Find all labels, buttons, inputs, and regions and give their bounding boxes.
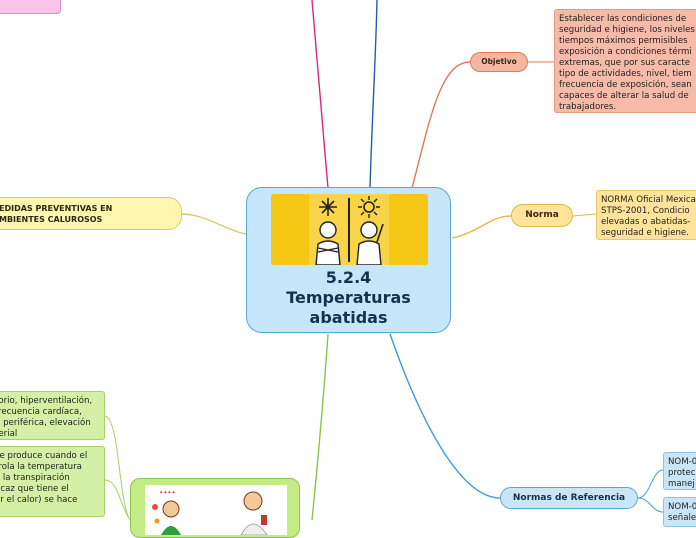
norma-note[interactable]: NORMA Oficial Mexica STPS-2001, Condicio…	[596, 190, 696, 240]
mind-map-connectors	[104, 0, 664, 520]
ref-note-line: manej	[668, 479, 695, 489]
connector-green	[311, 333, 329, 520]
topic-objetivo[interactable]: Objetivo	[470, 52, 528, 72]
objetivo-note-line: Establecer las condiciones de	[559, 14, 687, 24]
central-title-line-1: 5.2.4	[325, 268, 372, 287]
central-title-line-3: abatidas	[309, 308, 388, 327]
green-note-line: trola la temperatura	[0, 462, 82, 472]
green-note-line: ar el calor) se hace	[0, 495, 78, 505]
objetivo-note-line: exposición a condiciones térmi	[559, 47, 692, 57]
heat-illness-illustration: ✦✦✦✦	[145, 485, 287, 536]
connector-objetivo	[411, 61, 471, 189]
topic-pink[interactable]	[0, 0, 61, 14]
svg-text:✦✦✦✦: ✦✦✦✦	[159, 490, 176, 496]
connector-blue-top	[369, 0, 378, 189]
medidas-label-line-1: EDIDAS PREVENTIVAS EN	[0, 204, 113, 213]
green-note-line: ficaz que tiene el	[0, 484, 69, 494]
green-note-line: frecuencia cardíaca,	[0, 407, 82, 417]
objetivo-note-line: tiempos máximos permisibles	[559, 36, 688, 46]
green-note-line: torio, hiperventilación,	[0, 396, 93, 406]
objetivo-note-line: tipo de actividades, nivel, tiem	[559, 69, 692, 79]
ref-note-line: señale	[668, 513, 696, 523]
ref-note-line: NOM-0	[668, 502, 696, 512]
green-note-line: n periférica, elevación	[0, 418, 91, 428]
central-title: 5.2.4 Temperaturas abatidas	[247, 268, 450, 328]
connector-ref-notes	[637, 469, 664, 513]
objetivo-note-line: seguridad e higiene, los niveles	[559, 25, 695, 35]
norma-note-line: STPS-2001, Condicio	[601, 206, 690, 216]
objetivo-note-line: extremas, que por sus caracte	[559, 58, 691, 68]
medidas-label-line-2: MBIENTES CALUROSOS	[0, 215, 103, 224]
green-note-line: y la transpiración	[0, 473, 70, 483]
ref-note-line: protec	[668, 468, 696, 478]
cold-and-hot-figures-icon	[271, 194, 428, 265]
normas-referencia-note-2[interactable]: NOM-0 señale	[663, 497, 696, 527]
topic-green-image[interactable]: ✦✦✦✦	[130, 478, 300, 538]
objetivo-note[interactable]: Establecer las condiciones de seguridad …	[554, 9, 696, 113]
green-note-2[interactable]: se produce cuando el trola la temperatur…	[0, 446, 105, 517]
objetivo-note-line: capaces de alterar la salud de	[559, 91, 689, 101]
connector-norma-note	[572, 213, 597, 217]
topic-medidas-preventivas[interactable]: EDIDAS PREVENTIVAS EN MBIENTES CALUROSOS	[0, 197, 182, 230]
objetivo-note-line: trabajadores.	[559, 102, 617, 112]
connector-magenta	[311, 0, 329, 189]
connector-norma	[451, 215, 512, 239]
connector-medidas	[181, 213, 247, 235]
connector-normas-ref	[389, 333, 501, 499]
topic-normas-referencia[interactable]: Normas de Referencia	[500, 487, 638, 509]
central-topic[interactable]: 5.2.4 Temperaturas abatidas	[246, 187, 451, 333]
green-note-line: se produce cuando el	[0, 451, 88, 461]
normas-referencia-note-1[interactable]: NOM-0 protec manej	[663, 452, 696, 490]
objetivo-note-line: frecuencia de exposición, sean	[559, 80, 692, 90]
green-note-1[interactable]: torio, hiperventilación, frecuencia card…	[0, 391, 105, 440]
topic-norma[interactable]: Norma	[511, 204, 573, 227]
norma-note-line: elevadas o abatidas-	[601, 217, 691, 227]
green-note-line: terial	[0, 429, 18, 439]
norma-note-line: NORMA Oficial Mexica	[601, 195, 696, 205]
norma-note-line: seguridad e higiene.	[601, 228, 689, 238]
connector-green-notes	[104, 415, 131, 520]
ref-note-line: NOM-0	[668, 457, 696, 467]
central-title-line-2: Temperaturas	[286, 288, 411, 307]
